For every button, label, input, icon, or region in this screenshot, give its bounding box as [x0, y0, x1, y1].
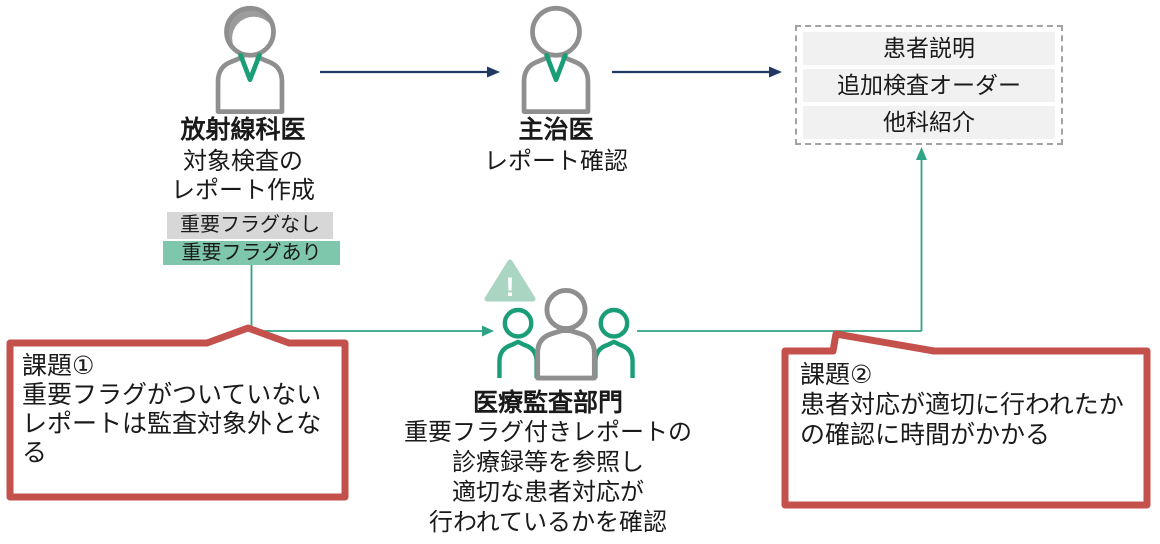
audit-desc-line: 行われているかを確認	[428, 509, 668, 536]
attending-desc: レポート確認	[484, 148, 628, 175]
audit-label-block: 医療監査部門 重要フラグ付きレポートの 診療録等を参照し 適切な患者対応が 行わ…	[388, 388, 708, 538]
arrow-attending-to-outcomes-icon	[612, 66, 782, 78]
issue1-callout-shape	[6, 324, 349, 501]
outcome-item: 患者説明	[803, 32, 1055, 65]
attending-physician-icon	[521, 5, 591, 114]
warning-exclamation: !	[506, 272, 515, 302]
flag-important-label: 重要フラグあり	[163, 241, 340, 265]
connector-flag-to-audit-icon	[250, 265, 494, 337]
connector-audit-to-outcomes-icon	[637, 147, 927, 332]
audit-team-icon	[497, 287, 635, 381]
issue2-title: 課題②	[800, 361, 873, 389]
issue1-callout: 課題① 重要フラグがついていないレポートは監査対象外となる	[22, 352, 338, 468]
radiologist-desc-line2: レポート作成	[171, 177, 315, 204]
audit-name: 医療監査部門	[472, 389, 623, 417]
audit-desc-line: 診療録等を参照し	[452, 449, 644, 476]
issue1-title: 課題①	[22, 352, 95, 380]
outcomes-box: 患者説明 追加検査オーダー 他科紹介	[795, 25, 1063, 145]
warning-icon: !	[484, 259, 536, 302]
issue2-callout-shape	[781, 330, 1151, 509]
audit-desc-line: 重要フラグ付きレポートの	[404, 419, 692, 446]
radiologist-name: 放射線科医	[180, 116, 306, 144]
outcome-item: 追加検査オーダー	[803, 69, 1055, 102]
issue1-body: 重要フラグがついていないレポートは監査対象外となる	[22, 381, 322, 467]
attending-name: 主治医	[518, 116, 594, 144]
issue2-callout: 課題② 患者対応が適切に行われたかの確認に時間がかかる	[800, 360, 1138, 450]
audit-desc-line: 適切な患者対応が	[452, 479, 644, 506]
radiologist-desc-line1: 対象検査の	[183, 148, 303, 175]
radiologist-icon	[215, 5, 285, 114]
outcome-item: 他科紹介	[803, 106, 1055, 139]
issue2-body: 患者対応が適切に行われたかの確認に時間がかかる	[800, 391, 1124, 449]
flag-none-label: 重要フラグなし	[167, 212, 333, 239]
arrow-radiologist-to-attending-icon	[320, 66, 500, 78]
